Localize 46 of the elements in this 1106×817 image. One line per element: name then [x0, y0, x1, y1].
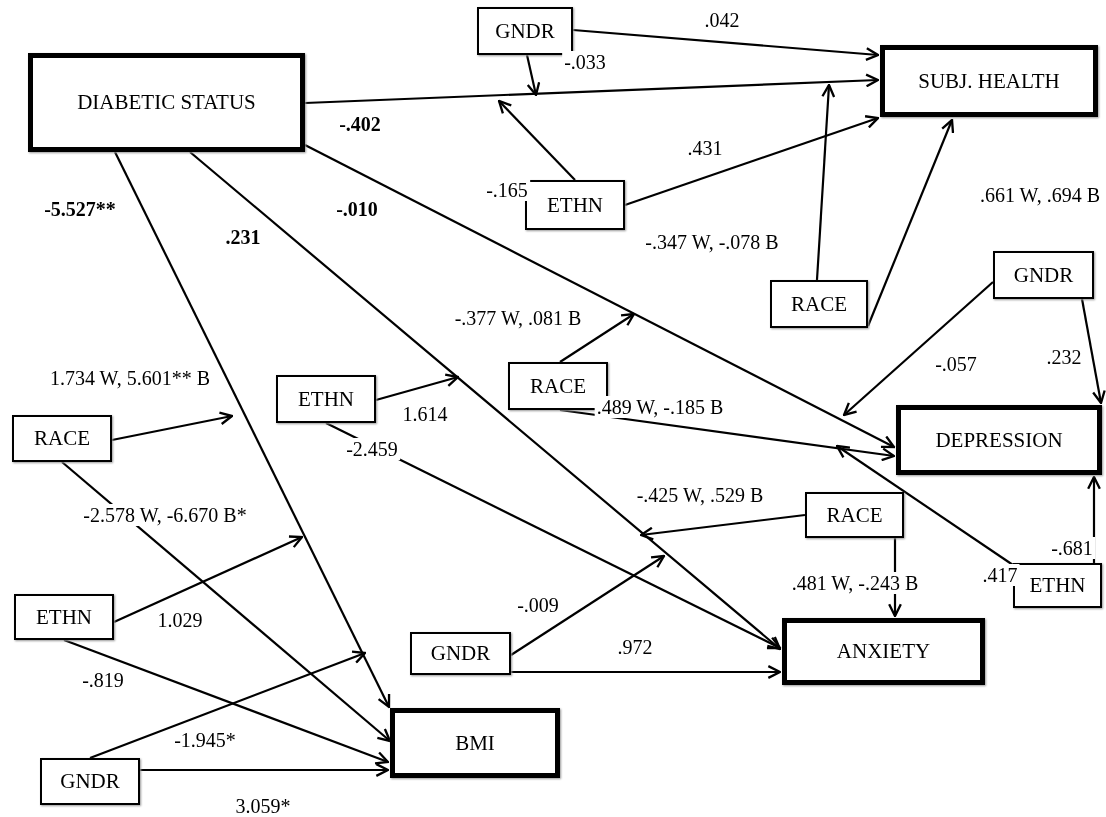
moderator-variable-box: GNDR	[477, 7, 573, 55]
arrow	[114, 151, 391, 709]
arrow	[559, 312, 636, 363]
path-coefficient: -.681	[1049, 537, 1095, 559]
moderator-variable-box: ETHN	[14, 594, 114, 640]
arrow	[842, 281, 994, 417]
path-coefficient: -.165	[484, 179, 530, 201]
arrow	[61, 461, 392, 743]
moderator-variable-box: RACE	[805, 492, 904, 538]
arrow	[572, 28, 880, 62]
moderator-variable-box: GNDR	[410, 632, 511, 675]
arrow	[1080, 298, 1106, 405]
arrow	[375, 373, 460, 402]
arrow	[304, 144, 896, 449]
outcome-variable-box: ANXIETY	[782, 618, 985, 685]
outcome-variable-box: BMI	[390, 708, 560, 778]
arrow	[559, 408, 896, 462]
outcome-variable-box: DEPRESSION	[896, 405, 1102, 475]
arrow	[111, 411, 234, 442]
arrow	[525, 54, 541, 97]
path-coefficient: .489 W, -.185 B	[594, 396, 726, 418]
moderator-variable-box: RACE	[770, 280, 868, 328]
path-coefficient: -2.578 W, -6.670 B*	[81, 504, 249, 526]
moderator-variable-box: ETHN	[276, 375, 376, 423]
arrow	[113, 535, 304, 623]
arrow	[510, 554, 666, 656]
arrow	[835, 444, 1014, 566]
arrow	[325, 422, 782, 650]
arrow	[511, 665, 782, 679]
arrow	[140, 763, 390, 777]
moderator-variable-box: RACE	[12, 415, 112, 462]
outcome-variable-box: SUBJ. HEALTH	[880, 45, 1098, 117]
arrow	[189, 151, 782, 651]
moderator-variable-box: GNDR	[40, 758, 140, 805]
arrow	[624, 115, 880, 207]
arrow	[497, 99, 576, 181]
path-coefficient: .417	[980, 564, 1020, 586]
path-coefficient: -2.459	[344, 438, 400, 460]
arrow	[304, 73, 880, 105]
outcome-variable-box: DIABETIC STATUS	[28, 53, 305, 152]
arrow	[639, 513, 806, 541]
arrow	[63, 638, 390, 765]
arrow	[89, 650, 367, 760]
moderator-variable-box: GNDR	[993, 251, 1094, 299]
arrow	[867, 118, 955, 327]
arrow	[815, 83, 836, 281]
